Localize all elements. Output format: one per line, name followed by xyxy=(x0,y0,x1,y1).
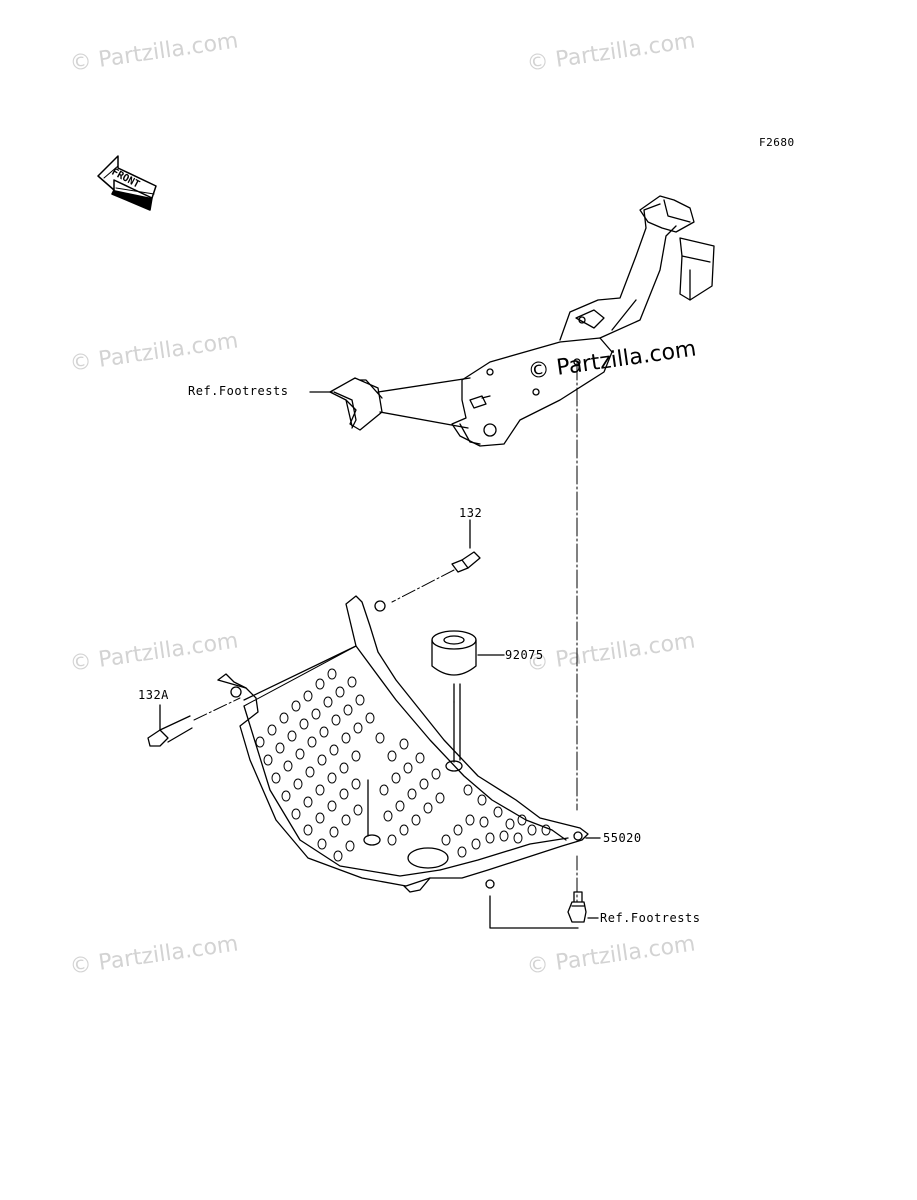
damper-92075 xyxy=(431,630,477,761)
front-arrow-icon xyxy=(97,155,157,211)
callout-132a: 132A xyxy=(138,688,169,702)
diagram-code: F2680 xyxy=(759,136,795,149)
bolt-132a xyxy=(147,697,241,747)
callout-92075: 92075 xyxy=(505,648,544,662)
footrest-bolt xyxy=(567,891,587,923)
footrest-bracket xyxy=(329,195,715,447)
callout-55020: 55020 xyxy=(603,831,642,845)
callout-ref-footrests-top: Ref.Footrests xyxy=(188,384,289,398)
skid-plate-55020 xyxy=(217,595,589,929)
bolt-132 xyxy=(391,551,481,603)
callout-132: 132 xyxy=(459,506,483,520)
callout-ref-footrests-bottom: Ref.Footrests xyxy=(600,911,701,925)
